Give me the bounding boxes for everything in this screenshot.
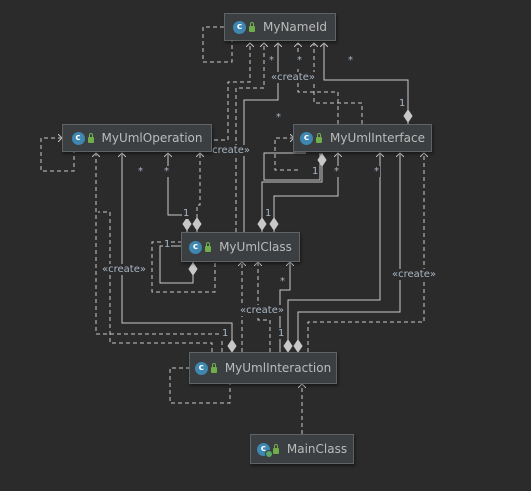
diamond-interaction-3	[293, 339, 303, 353]
self-dependency-myumlinteraction	[169, 367, 231, 404]
lock-icon	[272, 444, 279, 454]
edge-class-dep-operation	[197, 153, 200, 232]
diamond-class-operation-2	[192, 217, 202, 231]
diamond-class-interface-2	[269, 217, 279, 231]
class-icon: c	[71, 131, 85, 145]
label-create-nameid: «create»	[270, 72, 316, 83]
edge-interaction-dep-operation	[96, 153, 223, 352]
lock-icon	[248, 22, 255, 32]
edge-interface-create-nameid	[314, 43, 363, 124]
edge-interaction-dep-interface	[307, 153, 424, 352]
class-node-mynameid[interactable]: c MyNameId	[224, 13, 336, 41]
edge-interaction-assoc-interface	[287, 153, 380, 352]
class-node-label: MyUmlOperation	[101, 131, 203, 145]
multiplicity-star: *	[275, 112, 282, 123]
class-node-label: MyNameId	[262, 20, 327, 34]
multiplicity-one: 1	[182, 208, 191, 219]
edge-interface-to-class	[261, 153, 323, 232]
diamond-class-self	[188, 262, 198, 276]
class-icon: c	[194, 361, 208, 375]
class-node-myumloperation[interactable]: c MyUmlOperation	[62, 124, 212, 152]
lock-icon	[87, 133, 94, 143]
class-node-myumlinterface[interactable]: c MyUmlInterface	[293, 124, 432, 152]
class-node-myumlinteraction[interactable]: c MyUmlInteraction	[189, 352, 337, 384]
edge-interface-self-assoc	[263, 152, 321, 181]
lock-icon	[205, 242, 212, 252]
multiplicity-star: *	[163, 166, 170, 177]
multiplicity-one: 1	[264, 208, 273, 219]
edge-class-to-operation	[168, 153, 188, 232]
label-create-class: «create»	[239, 305, 285, 316]
class-icon: c	[300, 131, 313, 145]
edge-operation-dep-nameid	[214, 43, 250, 141]
edge-interaction-dep-class	[258, 262, 271, 352]
self-dependency-myumlclass	[151, 241, 216, 293]
self-dependency-myumloperation	[40, 138, 75, 172]
class-node-mainclass[interactable]: c MainClass	[250, 434, 354, 464]
multiplicity-star: *	[268, 55, 275, 66]
multiplicity-star: *	[279, 276, 286, 287]
class-node-label: MyUmlInterface	[330, 131, 425, 145]
class-node-label: MainClass	[286, 442, 348, 456]
multiplicity-one: 1	[277, 328, 286, 339]
label-create-interaction-left: «create»	[101, 264, 147, 275]
multiplicity-one: 1	[398, 98, 407, 109]
diamond-class-interface-1	[257, 217, 267, 231]
edge-interface-to-nameid	[324, 43, 409, 124]
self-dependency-mynameid	[202, 26, 233, 63]
diamond-class-operation-1	[182, 217, 192, 231]
self-dependency-myumlinterface	[274, 138, 300, 171]
edge-interaction-to-interface	[297, 153, 400, 352]
lock-icon	[210, 363, 217, 373]
diamond-interface-nameid	[403, 109, 413, 123]
multiplicity-star: *	[296, 55, 303, 66]
diamond-interaction-2	[283, 339, 293, 353]
edge-class-to-interface	[273, 153, 338, 232]
multiplicity-star: *	[373, 166, 380, 177]
multiplicity-star: *	[137, 166, 144, 177]
multiplicity-one: 1	[311, 166, 320, 177]
lock-icon	[316, 133, 322, 143]
class-icon: c	[232, 20, 246, 34]
diamond-interface-class	[317, 153, 327, 167]
class-node-myumlclass[interactable]: c MyUmlClass	[181, 232, 300, 262]
edge-class-to-nameid	[243, 43, 278, 232]
label-create-operation: «create»	[205, 145, 251, 156]
multiplicity-star: *	[347, 55, 354, 66]
edge-interface-dep-nameid	[298, 43, 339, 124]
edge-interaction-dep2-operation	[98, 211, 213, 352]
multiplicity-one: 1	[221, 328, 230, 339]
label-create-interaction-right: «create»	[391, 269, 437, 280]
run-badge-icon	[264, 449, 273, 458]
class-node-label: MyUmlInteraction	[224, 361, 332, 375]
multiplicity-star: *	[333, 166, 340, 177]
class-node-label: MyUmlClass	[219, 240, 292, 254]
class-icon: c	[189, 240, 203, 254]
edge-interaction-to-class	[279, 262, 290, 352]
multiplicity-one: 1	[163, 239, 172, 250]
edge-interaction-to-operation	[122, 153, 233, 352]
diamond-interaction-1	[227, 339, 237, 353]
edge-class-dep-nameid	[235, 43, 264, 232]
